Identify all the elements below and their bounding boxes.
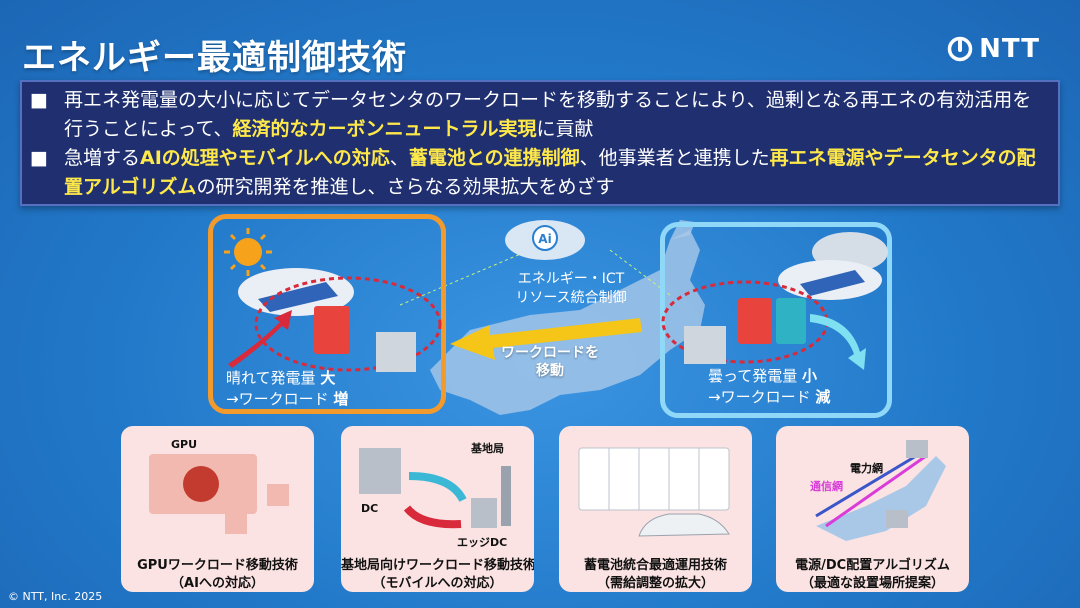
edge-dc-icon (471, 498, 497, 528)
dc-label: DC (361, 502, 379, 515)
cloudy-illustration (661, 232, 888, 370)
card-caption-1: 電源/DC配置アルゴリズム (795, 558, 950, 573)
bullet-text: 、 (389, 147, 409, 169)
increase-arrow-icon (228, 310, 292, 368)
datacenter-building-icon (684, 326, 726, 364)
cloudy-line1-bold: 小 (802, 367, 818, 385)
electric-car-icon (638, 513, 730, 537)
server-icon (776, 298, 806, 344)
cloudy-line2-bold: 減 (815, 388, 831, 406)
bullet-1: ■ 再エネ発電量の大小に応じてデータセンタのワークロードを移動することにより、過… (30, 86, 1050, 144)
card-base-station: 基地局 DC エッジDC 基地局向けワークロード移動技術 （モバイルへの対応） (341, 426, 534, 592)
datacenter-building-icon (886, 510, 908, 528)
edge-dc-label: エッジDC (457, 536, 508, 549)
bullet-mark: ■ (30, 89, 48, 111)
ntt-logo: NTT (947, 34, 1040, 64)
sunny-label: 晴れて発電量 大 →ワークロード 増 (226, 368, 348, 410)
card-caption-1: 蓄電池統合最適運用技術 (583, 558, 727, 573)
cpu-chip-icon (267, 484, 289, 506)
workload-arrow (450, 318, 642, 360)
server-icon (738, 298, 772, 344)
battery-storage-icon (578, 447, 730, 511)
summary-box: ■ 再エネ発電量の大小に応じてデータセンタのワークロードを移動することにより、過… (20, 80, 1060, 206)
cloudy-line1: 曇って発電量 (708, 367, 803, 385)
bullet-2: ■ 急増するAIの処理やモバイルへの対応、蓄電池との連携制御、他事業者と連携した… (30, 144, 1050, 202)
battery-card-illustration (578, 447, 730, 537)
gpu-label: GPU (171, 438, 198, 451)
sunny-line1: 晴れて発電量 (226, 369, 321, 387)
card-placement: 電力網 通信網 電源/DC配置アルゴリズム （最適な設置場所提案） (776, 426, 969, 592)
logo-text: NTT (979, 34, 1040, 64)
card-caption-1: GPUワークロード移動技術 (137, 558, 298, 573)
bullet-text: に貢献 (536, 118, 594, 140)
bullet-highlight: AIの処理やモバイルへの対応 (140, 147, 390, 169)
bullet-text: 、他事業者と連携した (579, 147, 770, 169)
cloudy-label: 曇って発電量 小 →ワークロード 減 (708, 366, 830, 408)
sunny-illustration (224, 228, 442, 372)
card-caption-2: （モバイルへの対応） (372, 576, 503, 591)
card-caption-2: （最適な設置場所提案） (800, 576, 944, 591)
bullet-text: 再エネ発電量の大小に応じてデータセンタのワークロードを移動することにより、過剰と… (64, 89, 1032, 140)
bullet-highlight: 経済的なカーボンニュートラル実現 (232, 118, 537, 140)
datacenter-building-icon (376, 332, 416, 372)
bullet-text: の研究開発を推進し、さらなる効果拡大をめざす (196, 176, 615, 198)
japan-mini-map-icon (816, 456, 946, 541)
ntt-logo-icon (947, 36, 973, 62)
decrease-arrow-icon (810, 314, 866, 370)
workload-move-label: ワークロードを移動 (501, 345, 599, 379)
sunny-line2-bold: 増 (333, 390, 349, 408)
base-station-card-illustration (359, 448, 511, 529)
base-station-label: 基地局 (471, 442, 504, 455)
copyright: © NTT, Inc. 2025 (8, 590, 103, 603)
sun-icon (234, 238, 262, 266)
placement-card-illustration (815, 440, 946, 541)
card-gpu: GPU GPUワークロード移動技術 （AIへの対応） (121, 426, 314, 592)
move-arrow-icon (408, 472, 467, 503)
bullet-highlight: 再エネ電源やデータセンタの配置アルゴリズム (64, 147, 1036, 198)
card-caption-1: 基地局向けワークロード移動技術 (341, 558, 534, 573)
bullet-highlight: 蓄電池との連携制御 (408, 147, 580, 169)
network-label: 通信網 (810, 480, 843, 493)
cloudy-line2: →ワークロード (708, 388, 816, 406)
cpu-chip-icon (225, 512, 247, 534)
sunny-region-box (208, 214, 446, 414)
page-title: エネルギー最適制御技術 (22, 38, 407, 78)
bullet-mark: ■ (30, 147, 48, 169)
datacenter-building-icon (359, 448, 401, 494)
sunny-line2: →ワークロード (226, 390, 334, 408)
ai-label: Ai (538, 232, 551, 246)
card-battery: 蓄電池統合最適運用技術 （需給調整の拡大） (559, 426, 752, 592)
card-caption-2: （AIへの対応） (171, 576, 264, 591)
bullet-text: 急増する (64, 147, 141, 169)
gpu-card-illustration (149, 454, 289, 534)
card-caption-2: （需給調整の拡大） (596, 576, 714, 591)
antenna-tower-icon (501, 466, 511, 526)
power-grid-label: 電力網 (850, 462, 883, 475)
server-icon (314, 306, 350, 354)
datacenter-building-icon (906, 440, 928, 458)
japan-map-shape (430, 230, 705, 415)
sunny-line1-bold: 大 (320, 369, 336, 387)
